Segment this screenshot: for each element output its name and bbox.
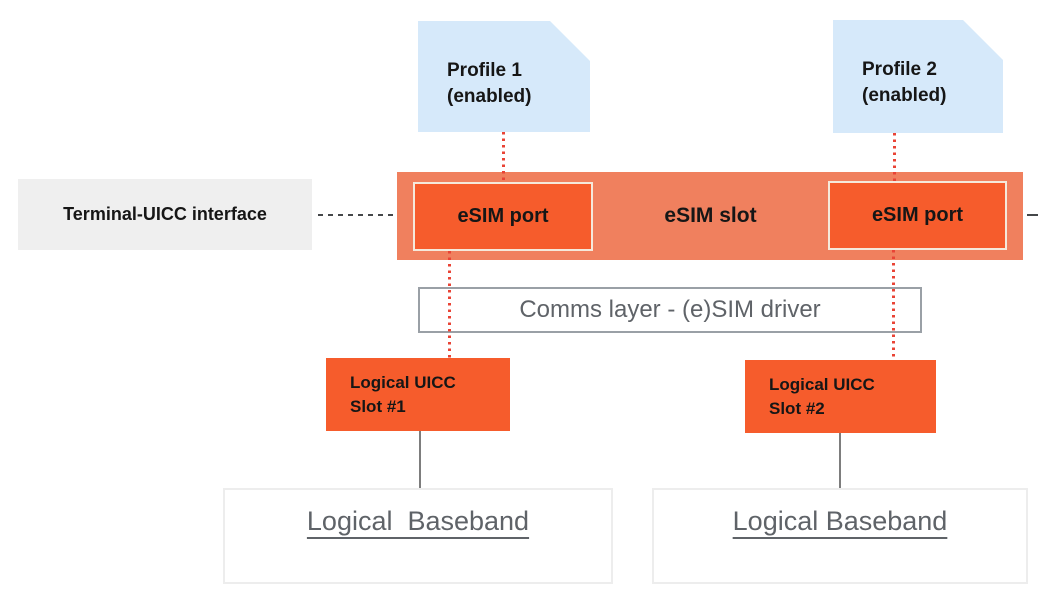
profile2-to-port2-dotted-connector (893, 133, 896, 181)
terminal-uicc-interface-text: Terminal-UICC interface (63, 204, 267, 224)
logical-baseband-1-label: Logical Baseband (306, 506, 530, 536)
profile-2-title: Profile 2 (862, 59, 937, 80)
uicc1-line1: Logical UICC (350, 373, 456, 392)
uicc1-to-baseband1-connector (419, 431, 421, 488)
slot-right-dashed-line (1027, 214, 1038, 216)
profile-1-status: (enabled) (447, 86, 532, 107)
terminal-uicc-interface-label: Terminal-UICC interface (18, 179, 312, 250)
port1-to-uicc1-dotted-connector (448, 251, 451, 358)
uicc2-to-baseband2-connector (839, 433, 841, 488)
logical-uicc-slot-1: Logical UICC Slot #1 (326, 358, 510, 431)
profile-1-title: Profile 1 (447, 60, 522, 81)
esim-port-2-label: eSIM port (871, 204, 964, 226)
port2-to-uicc2-dotted-connector (892, 250, 895, 360)
esim-slot-label: eSIM slot (664, 204, 757, 227)
logical-baseband-2-box: Logical Baseband (652, 488, 1028, 584)
comms-layer-box: Comms layer - (e)SIM driver (418, 287, 922, 333)
profile-1-card: Profile 1 (enabled) (418, 21, 590, 132)
logical-uicc-slot-2: Logical UICC Slot #2 (745, 360, 936, 433)
logical-baseband-1-box: Logical Baseband (223, 488, 613, 584)
profile-2-card: Profile 2 (enabled) (833, 20, 1003, 133)
esim-port-2: eSIM port (828, 181, 1007, 250)
profile-2-status: (enabled) (862, 85, 947, 106)
esim-port-1-label: eSIM port (457, 205, 549, 227)
logical-baseband-2-label: Logical Baseband (732, 506, 948, 536)
terminal-to-slot-dashed-line (318, 214, 398, 216)
uicc2-line2: Slot #2 (769, 399, 825, 418)
uicc1-line2: Slot #1 (350, 397, 406, 416)
uicc2-line1: Logical UICC (769, 375, 875, 394)
comms-layer-label: Comms layer - (e)SIM driver (519, 296, 821, 323)
profile1-to-port1-dotted-connector (502, 132, 505, 182)
esim-port-1: eSIM port (413, 182, 593, 251)
